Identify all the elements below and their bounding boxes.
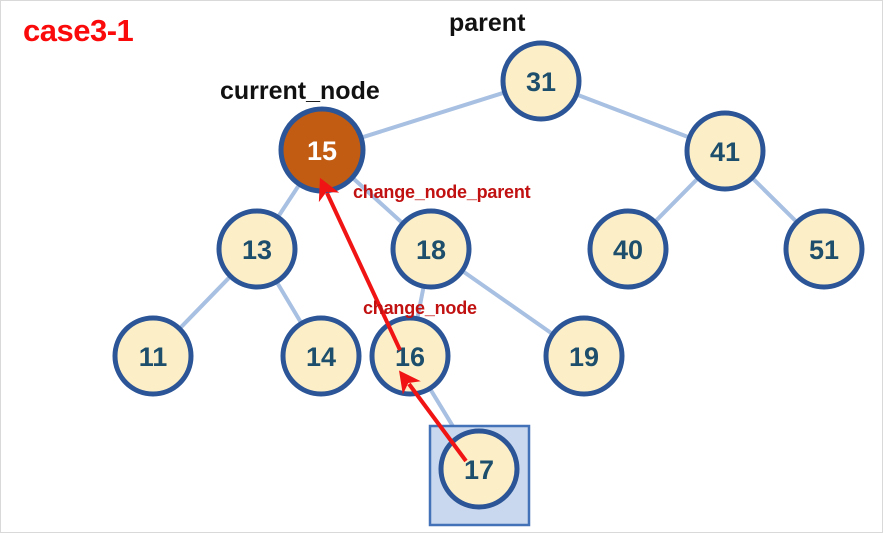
tree-node-18[interactable]: 18 <box>390 208 472 290</box>
figure-title: case3-1 <box>23 13 134 48</box>
node-value: 18 <box>416 235 446 265</box>
annotation-label-change-node: change_node <box>363 298 477 318</box>
node-value: 14 <box>306 342 336 372</box>
tree-node-15[interactable]: 15 <box>278 106 366 194</box>
label-current-node: current_node <box>220 77 380 105</box>
tree-edge <box>651 174 702 226</box>
tree-edge <box>458 267 557 338</box>
node-circle[interactable] <box>500 40 582 122</box>
node-value: 15 <box>307 136 337 166</box>
node-value: 40 <box>613 235 643 265</box>
node-value: 51 <box>809 235 839 265</box>
tree-node-11[interactable]: 11 <box>112 315 194 397</box>
node-circle[interactable] <box>543 315 625 397</box>
node-circle[interactable] <box>112 315 194 397</box>
arrow-change-node <box>399 370 468 463</box>
tree-edge <box>572 91 694 141</box>
label-parent: parent <box>449 9 526 37</box>
tree-node-51[interactable]: 51 <box>783 208 865 290</box>
tree-node-19[interactable]: 19 <box>543 315 625 397</box>
tree-nodes: 31 15 41 13 18 40 51 11 14 16 19 17 <box>112 40 865 510</box>
node-circle[interactable] <box>280 315 362 397</box>
node-value: 13 <box>242 235 272 265</box>
tree-edge <box>274 180 303 221</box>
tree-edge <box>176 272 234 333</box>
node-circle[interactable] <box>390 208 472 290</box>
tree-node-31[interactable]: 31 <box>500 40 582 122</box>
node-circle[interactable] <box>587 208 669 290</box>
tree-edge <box>348 174 407 227</box>
annotation-arrows <box>318 177 468 463</box>
arrow-change-node-parent <box>318 177 402 351</box>
node-value: 11 <box>139 342 168 372</box>
tree-edge <box>273 277 305 328</box>
node-circle[interactable] <box>684 110 766 192</box>
tree-edge <box>748 174 801 226</box>
node-circle[interactable] <box>783 208 865 290</box>
tree-node-14[interactable]: 14 <box>280 315 362 397</box>
node-value: 41 <box>710 137 740 167</box>
tree-edge <box>357 89 509 141</box>
node-value: 19 <box>569 342 599 372</box>
tree-node-13[interactable]: 13 <box>216 208 298 290</box>
node-circle[interactable] <box>216 208 298 290</box>
node-value: 17 <box>464 455 494 485</box>
tree-node-40[interactable]: 40 <box>587 208 669 290</box>
tree-node-41[interactable]: 41 <box>684 110 766 192</box>
annotation-label-change-node-parent: change_node_parent <box>353 182 531 202</box>
node-value: 31 <box>526 67 556 97</box>
tree-node-16[interactable]: 16 <box>369 315 451 397</box>
tree-edge <box>414 282 427 323</box>
